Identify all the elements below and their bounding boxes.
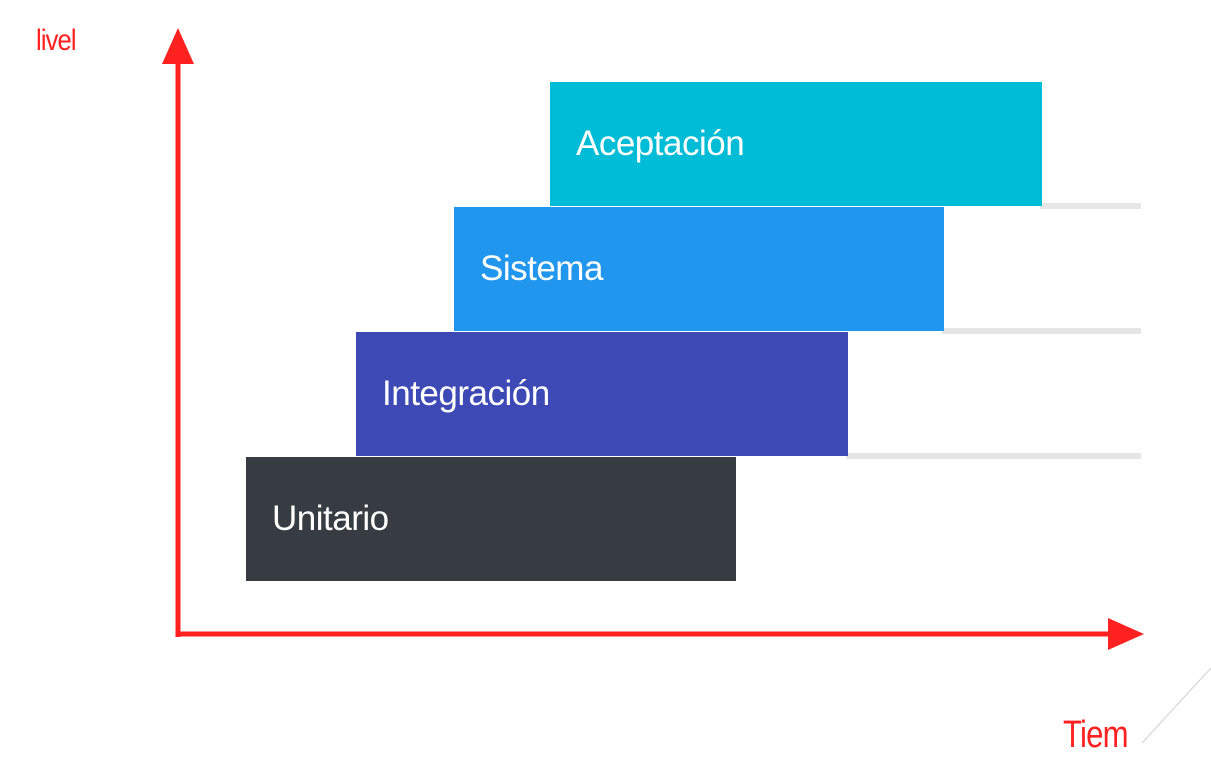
level-block-integracion: Integración <box>356 332 848 456</box>
level-label: Integración <box>382 374 550 413</box>
y-axis-arrow-icon <box>162 28 194 64</box>
guide-line-aceptacion <box>1040 203 1141 209</box>
y-axis-label: livel <box>36 24 77 57</box>
corner-decoration-line <box>1141 667 1211 744</box>
x-axis-label: Tiem <box>1063 714 1129 756</box>
level-label: Unitario <box>272 499 389 538</box>
level-block-unitario: Unitario <box>246 457 736 581</box>
level-label: Sistema <box>480 249 603 288</box>
level-label: Aceptación <box>576 124 745 163</box>
guide-line-sistema <box>942 328 1141 334</box>
level-block-aceptacion: Aceptación <box>550 82 1042 206</box>
x-axis-arrow-icon <box>1108 618 1144 650</box>
guide-line-integracion <box>846 453 1141 459</box>
level-block-sistema: Sistema <box>454 207 944 331</box>
